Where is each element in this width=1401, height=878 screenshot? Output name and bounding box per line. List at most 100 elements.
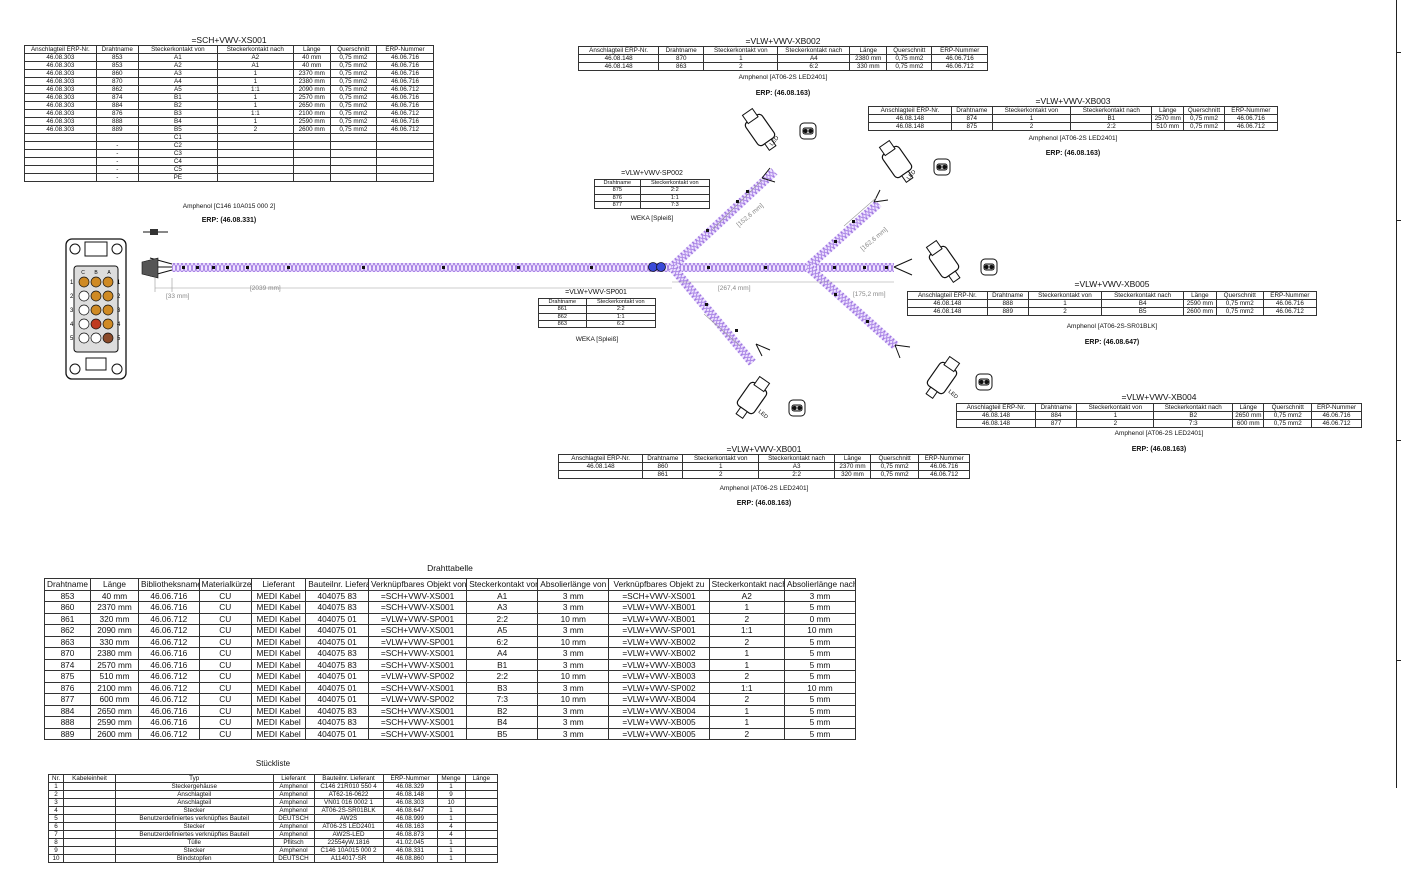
column-header: Anschlagteil ERP-Nr. <box>956 403 1036 412</box>
table-row: -C2 <box>24 141 434 150</box>
table-cell <box>292 173 331 182</box>
table-cell: 404075 83 <box>305 601 369 614</box>
table-cell <box>329 165 378 174</box>
table-cell: CU <box>198 704 252 717</box>
table-cell: 46.08.303 <box>24 53 97 62</box>
table-cell: 2:2 <box>466 612 539 625</box>
xb001-erp: ERP: (46.08.163) <box>736 500 792 507</box>
table-cell: 46.08.303 <box>24 77 97 86</box>
dimension-lines <box>154 179 894 347</box>
table-cell: 7:3 <box>639 200 711 210</box>
table-cell: =SCH+VWV-XS001 <box>367 716 468 729</box>
table-cell: 2 <box>1076 419 1155 428</box>
table-cell: 41.02.045 <box>382 838 438 847</box>
table-cell <box>329 133 378 142</box>
table-cell: MEDI Kabel <box>250 589 307 602</box>
table-cell <box>63 830 116 839</box>
table-cell: A2 <box>216 53 294 62</box>
table-cell: B1 <box>137 93 218 102</box>
column-header: Absolierlänge von <box>537 578 610 591</box>
table-cell: 2 <box>708 693 785 706</box>
table-cell: Steckergehäuse <box>114 782 274 791</box>
table-cell: 1 <box>436 846 466 855</box>
table-cell: Amphenol <box>272 798 315 807</box>
column-header: Querschnitt <box>1215 291 1264 300</box>
column-header: ERP-Nummer <box>1223 106 1279 115</box>
sp001-caption: WEKA [Spleiß] <box>575 336 619 343</box>
table-cell: =SCH+VWV-XS001 <box>367 647 468 660</box>
table-cell <box>95 133 139 142</box>
table-cell: 10 mm <box>537 693 610 706</box>
table-cell: 46.08.999 <box>382 814 438 823</box>
table-cell: 46.06.716 <box>376 69 434 78</box>
table-cell: 0,75 mm2 <box>1263 411 1313 420</box>
column-header: Anschlagteil ERP-Nr. <box>867 106 953 115</box>
table-cell: 3 mm <box>537 647 610 660</box>
column-header: ERP-Nummer <box>376 45 434 54</box>
table-cell: 404075 83 <box>305 647 369 660</box>
table-cell <box>292 133 331 142</box>
table-cell: 5 mm <box>783 601 857 614</box>
table-cell: 2570 mm <box>1151 114 1185 123</box>
column-header: Steckerkontakt von <box>703 46 779 55</box>
table-cell: C3 <box>137 149 218 158</box>
table-cell: 884 <box>44 704 91 717</box>
table-cell: 2590 mm <box>1183 299 1217 308</box>
table-cell: =VLW+VWV-SP002 <box>367 693 468 706</box>
table-cell: 10 mm <box>537 670 610 683</box>
table-cell <box>464 846 499 855</box>
table-cell: 46.06.716 <box>138 658 200 671</box>
table-cell: C2 <box>137 141 218 150</box>
table-cell: C1 <box>137 133 218 142</box>
table-cell: 3 <box>47 798 65 807</box>
table-cell <box>464 830 499 839</box>
table-cell: 2380 mm <box>849 54 888 63</box>
column-header: Nr. <box>47 774 65 783</box>
table-cell <box>329 141 378 150</box>
table-cell: 863 <box>658 62 705 71</box>
table-cell: 888 <box>986 299 1029 308</box>
table-cell: 2090 mm <box>292 85 331 94</box>
column-header: Querschnitt <box>886 46 933 55</box>
column-header: Anschlagteil ERP-Nr. <box>577 46 660 55</box>
table-cell: 2 <box>708 612 785 625</box>
column-header: Kabeleinheit <box>63 774 116 783</box>
table-cell: 2650 mm <box>89 704 140 717</box>
column-header: Steckerkontakt von <box>1076 403 1155 412</box>
table-cell: A1 <box>137 53 218 62</box>
table-cell: =VLW+VWV-XB004 <box>608 693 710 706</box>
table-cell: 1 <box>708 716 785 729</box>
table-cell: 2650 mm <box>292 101 331 110</box>
stueckliste-title: Stückliste <box>255 759 291 768</box>
table-cell: 46.08.148 <box>867 122 953 131</box>
table-cell: B2 <box>466 704 539 717</box>
table-cell: Stecker <box>114 822 274 831</box>
frame-tick <box>1396 52 1401 53</box>
table-cell: A3 <box>758 462 836 471</box>
table-cell: 3 mm <box>537 727 610 740</box>
table-cell <box>63 790 116 799</box>
table-cell: 46.06.716 <box>1311 411 1362 420</box>
table-cell: 2370 mm <box>834 462 871 471</box>
table-cell: B2 <box>137 101 218 110</box>
table-cell: AT62-16-0622 <box>313 790 384 799</box>
table-cell: 404075 01 <box>305 727 369 740</box>
led-connector-xb004 <box>925 355 961 400</box>
table-cell: 2570 mm <box>89 658 140 671</box>
table-cell: 9 <box>436 790 466 799</box>
table-cell: CU <box>198 658 252 671</box>
column-header: Steckerkontakt von <box>639 178 711 188</box>
table-cell: Amphenol <box>272 806 315 815</box>
table-cell: 46.06.716 <box>376 117 434 126</box>
column-header: Querschnitt <box>329 45 378 54</box>
table-cell: 46.08.303 <box>24 69 97 78</box>
